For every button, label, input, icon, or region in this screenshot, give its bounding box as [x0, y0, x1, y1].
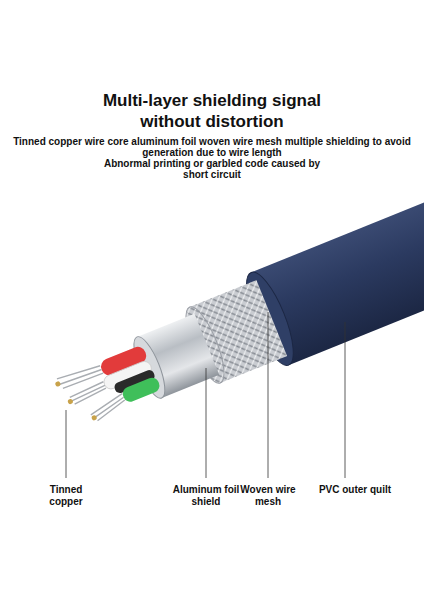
subtitle-note: Tinned copper wire core aluminum foil wo…: [0, 136, 424, 158]
subtitle-note: Abnormal printing or garbled code caused…: [92, 158, 332, 180]
leader-lines: [66, 312, 345, 478]
part-label: Tinned copper: [36, 484, 96, 508]
part-label: Woven wire mesh: [236, 484, 300, 508]
part-label: Aluminum foil shield: [160, 484, 252, 508]
part-label: PVC outer quilt: [300, 484, 410, 496]
title: Multi-layer shielding signal without dis…: [92, 90, 332, 132]
cable-body: [44, 138, 424, 449]
